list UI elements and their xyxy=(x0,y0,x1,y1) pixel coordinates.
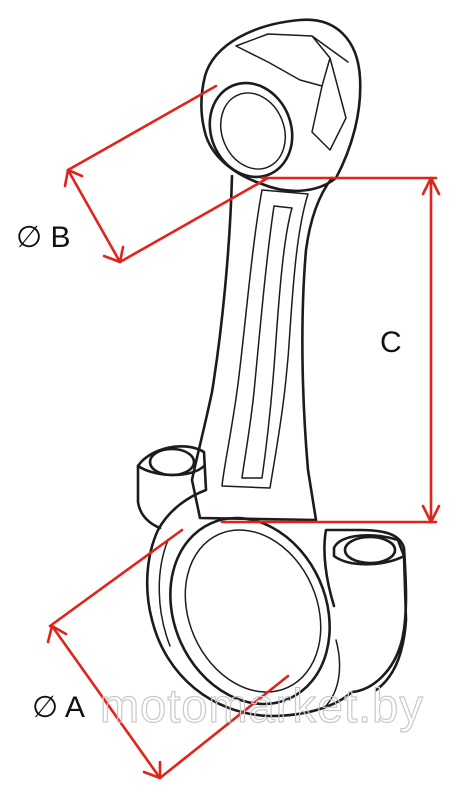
connecting-rod-outline xyxy=(136,18,408,718)
big-end-cap xyxy=(136,444,408,718)
right-bolt-boss xyxy=(332,534,408,692)
dim-b-extension-top xyxy=(66,84,218,172)
big-end-bore-inner xyxy=(184,529,322,693)
dim-a-line xyxy=(50,624,162,780)
dimension-a xyxy=(46,528,290,780)
dim-b-extension-bottom xyxy=(118,176,270,264)
dim-a-extension-top xyxy=(48,528,184,628)
big-end-bore xyxy=(169,516,331,706)
right-bolt-hole xyxy=(343,535,397,565)
dim-b-arrow-top xyxy=(63,168,84,188)
dim-c-arrow-bottom xyxy=(421,504,441,524)
dim-a-arrow-bottom xyxy=(142,760,162,780)
big-end-chamfer xyxy=(158,539,341,709)
label-distance-c: C xyxy=(380,326,402,359)
left-bolt-hole xyxy=(148,447,196,477)
beam-web-inner xyxy=(241,205,293,479)
dim-b-arrow-bottom xyxy=(102,245,125,264)
dimension-b xyxy=(63,84,270,264)
small-end-bore xyxy=(208,81,294,179)
rod-beam xyxy=(190,174,334,522)
label-diameter-a: ∅ A xyxy=(32,691,85,724)
dim-c-arrow-top xyxy=(421,176,441,196)
dim-b-line xyxy=(66,168,122,264)
dim-a-arrow-top xyxy=(46,624,68,644)
small-end-head xyxy=(200,18,362,193)
label-diameter-b: ∅ B xyxy=(16,221,70,254)
watermark: motomarket.by xyxy=(100,679,424,732)
small-end-facets xyxy=(235,33,349,151)
dimension-c xyxy=(220,176,441,524)
beam-web-outline xyxy=(221,189,309,489)
small-end-bore-inner xyxy=(220,92,286,170)
dim-a-extension-bottom xyxy=(158,674,290,780)
